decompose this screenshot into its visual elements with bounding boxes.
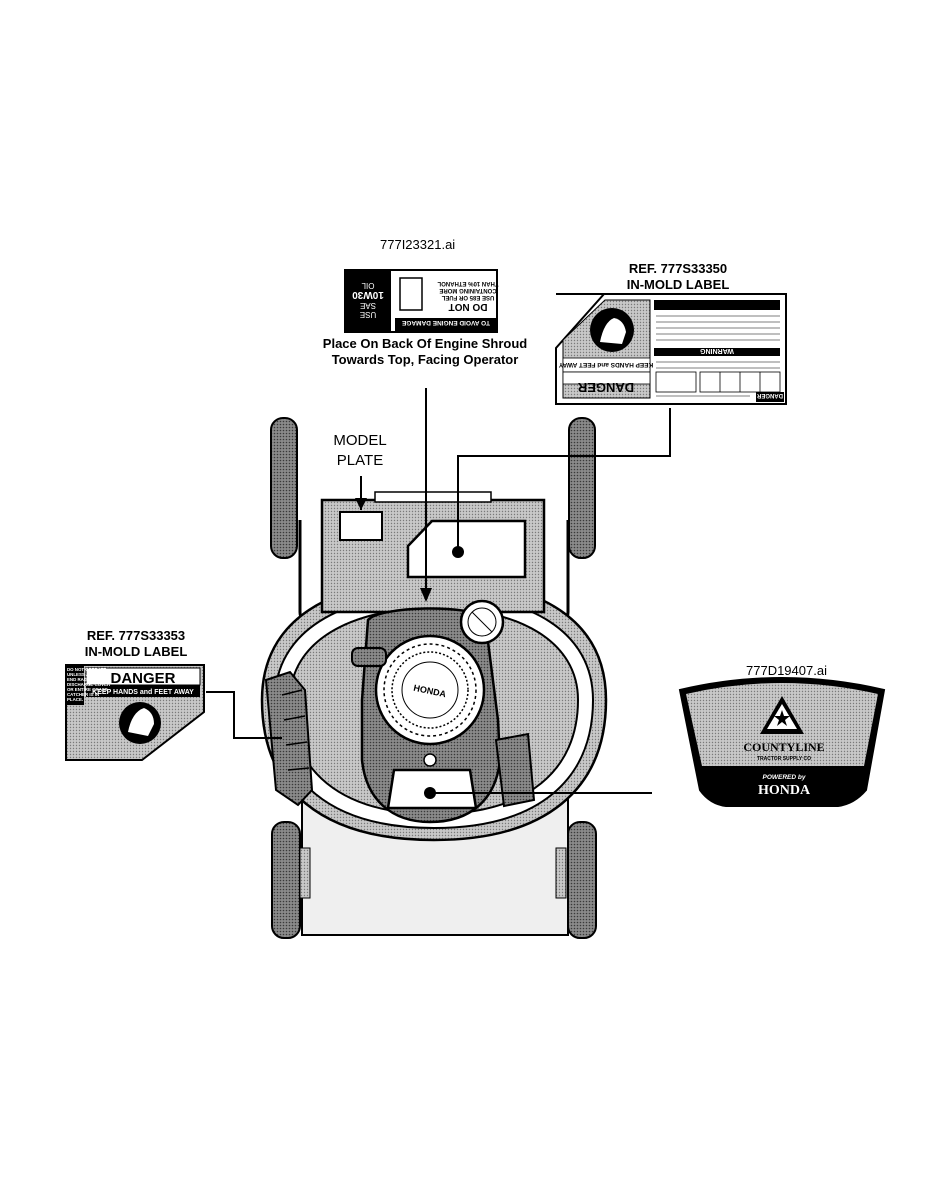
oil-label-filename: 777I23321.ai (380, 237, 456, 252)
left-danger-decal (65, 664, 205, 761)
svg-text:PLACE.: PLACE. (67, 697, 83, 702)
badge-tagline: TRACTOR SUPPLY CO (757, 756, 811, 762)
svg-text:DO NOT OPERATE: DO NOT OPERATE (67, 667, 106, 672)
ref-left-line1: REF. 777S33353 (86, 628, 186, 643)
left-decal-danger-word: DANGER (110, 670, 175, 687)
rear-shroud-top (374, 491, 492, 503)
left-decal-keep-text: KEEP HANDS and FEET AWAY (92, 689, 194, 696)
oil-decal-right-text: DO NOT USE E85 OR FUEL CONTAINING MORE T… (437, 280, 498, 312)
badge-engine-brand: HONDA (758, 783, 811, 798)
rear-wheel-left (270, 417, 298, 559)
svg-text:UNLESS AN: UNLESS AN (67, 672, 92, 677)
mower-drawing (260, 417, 608, 939)
svg-text:OR ENTIRE GRASS: OR ENTIRE GRASS (67, 687, 108, 692)
right-decal-danger-word: DANGER (577, 380, 634, 395)
right-decal-keep-text: KEEP HANDS and FEET AWAY (558, 361, 653, 368)
svg-text:OIL: OIL (361, 281, 374, 290)
front-wheel-right (567, 821, 597, 939)
svg-text:THAN 10% ETHANOL: THAN 10% ETHANOL (437, 280, 498, 286)
oil-placement-line2: Towards Top, Facing Operator (331, 352, 519, 367)
model-plate-box (339, 511, 383, 541)
svg-text:CATCHER IS IN: CATCHER IS IN (67, 692, 99, 697)
svg-text:DISCHARGE COVER: DISCHARGE COVER (67, 682, 111, 687)
left-decal-side-text: DO NOT OPERATE UNLESS AN END RAISED DISC… (67, 667, 111, 702)
countyline-badge (678, 677, 886, 807)
svg-text:SAE: SAE (360, 301, 376, 310)
leader-lines (206, 388, 671, 794)
model-plate-line2: PLATE (336, 452, 384, 469)
badge-filename: 777D19407.ai (746, 663, 827, 678)
right-label-placement-box (406, 519, 527, 579)
badge-powered-by: POWERED by (763, 774, 806, 781)
oil-placement-line1: Place On Back Of Engine Shroud (322, 336, 528, 351)
svg-text:DO NOT: DO NOT (449, 301, 488, 312)
discharge-chute (264, 670, 314, 807)
oil-decal (344, 269, 498, 333)
right-decal-warning-word: WARNING (700, 347, 734, 354)
oil-label-arrow (420, 588, 432, 602)
front-axle-left (299, 847, 311, 899)
starter-handle (351, 647, 387, 667)
star-icon (774, 710, 790, 726)
front-axle-right (555, 847, 567, 899)
svg-text:10W30: 10W30 (352, 289, 384, 300)
svg-text:CONTAINING MORE: CONTAINING MORE (439, 287, 496, 293)
ref-left-line2: IN-MOLD LABEL (84, 644, 188, 659)
svg-text:USE E85 OR FUEL: USE E85 OR FUEL (441, 294, 494, 300)
right-decal-small-danger: DANGER (756, 392, 783, 398)
rear-wheel-right (568, 417, 596, 559)
svg-text:END RAISED: END RAISED (67, 677, 94, 682)
right-danger-decal (555, 293, 787, 405)
model-plate-line1: MODEL (333, 432, 387, 449)
oil-decal-footer: TO AVOID ENGINE DAMAGE (401, 319, 490, 326)
badge-brand: COUNTYLINE (743, 740, 824, 754)
ref-right-line2: IN-MOLD LABEL (626, 277, 730, 292)
oil-decal-left-text: USE SAE 10W30 OIL (352, 281, 384, 319)
front-wheel-left (271, 821, 301, 939)
muffler (494, 732, 536, 808)
ref-right-line1: REF. 777S33350 (628, 261, 728, 276)
svg-text:USE: USE (360, 310, 376, 319)
model-plate-arrow (355, 498, 367, 510)
